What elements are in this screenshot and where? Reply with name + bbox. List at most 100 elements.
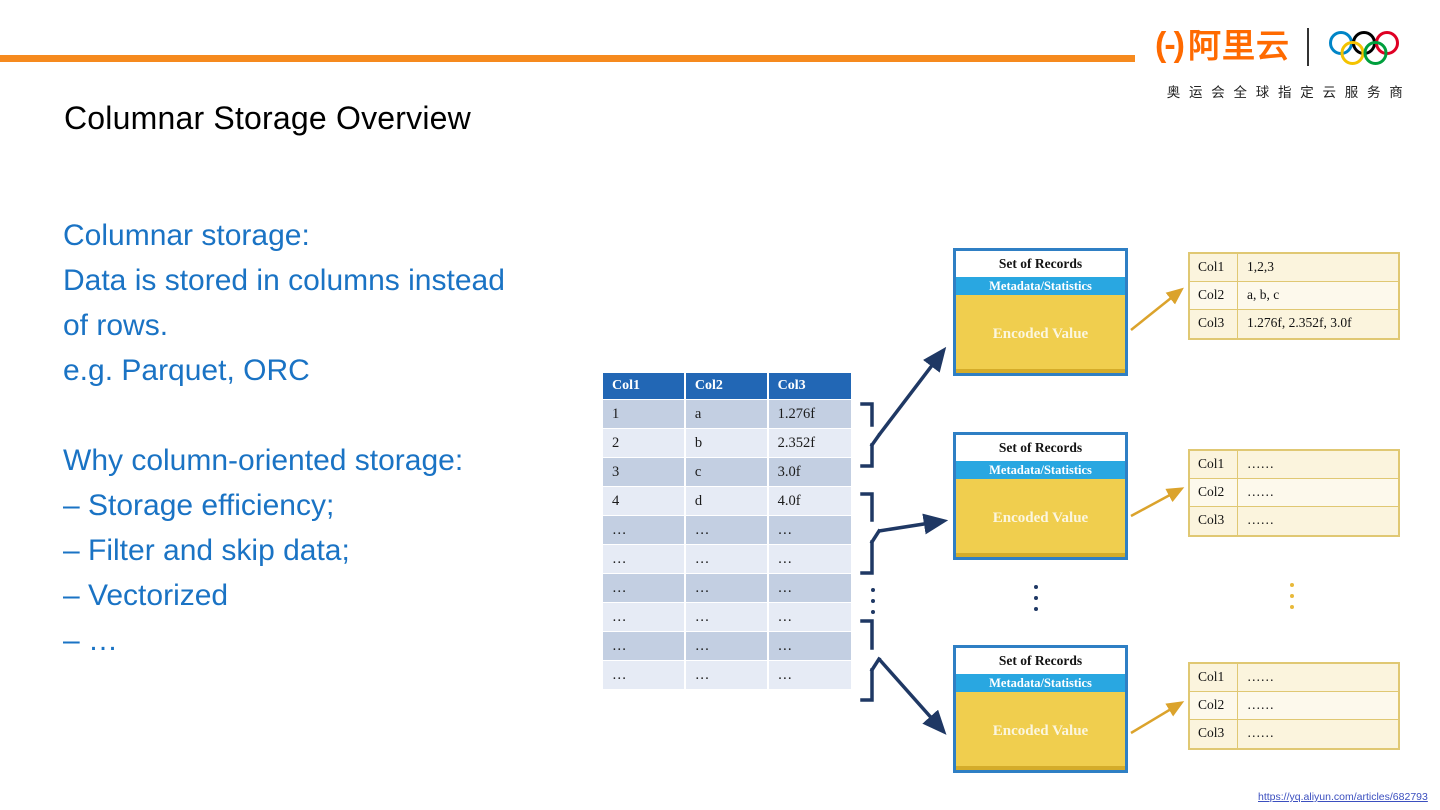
column-key: Col2: [1190, 282, 1238, 309]
column-table-row: Col3 1.276f, 2.352f, 3.0f: [1190, 310, 1398, 338]
record-block-metadata: Metadata/Statistics: [956, 461, 1125, 479]
record-block-title: Set of Records: [956, 648, 1125, 674]
table-cell: b: [685, 429, 767, 457]
page-title: Columnar Storage Overview: [64, 100, 471, 136]
column-table-row: Col2 ……: [1190, 479, 1398, 507]
record-blocks-ellipsis: [1034, 585, 1038, 611]
text-block-why-column-oriented: Why column-oriented storage: – Storage e…: [63, 438, 463, 663]
record-block-title: Set of Records: [956, 251, 1125, 277]
table-cell: 4: [603, 487, 684, 515]
table-cell: …: [768, 661, 851, 689]
table-group-ellipsis: [871, 588, 875, 614]
arrow-to-column-table-1: [1130, 287, 1184, 331]
text-line: – Filter and skip data;: [63, 534, 350, 567]
row-group-brace-3: [860, 619, 882, 702]
row-group-brace-1: [860, 402, 882, 468]
source-data-table: Col1 Col2 Col3 1 a 1.276f 2 b 2.352f 3 c…: [601, 372, 853, 690]
record-block-encoded-value: Encoded Value: [956, 295, 1125, 373]
record-block-metadata: Metadata/Statistics: [956, 277, 1125, 295]
table-cell: …: [603, 603, 684, 631]
table-cell: …: [685, 545, 767, 573]
table-row: … … …: [603, 574, 851, 602]
column-value: 1,2,3: [1247, 259, 1274, 274]
arrow-to-record-block-1: [877, 346, 947, 437]
arrow-to-column-table-3: [1130, 701, 1185, 735]
table-row: … … …: [603, 545, 851, 573]
table-cell: …: [768, 632, 851, 660]
column-key: Col1: [1190, 451, 1238, 478]
table-cell: …: [603, 516, 684, 544]
table-cell: …: [603, 574, 684, 602]
record-block-title: Set of Records: [956, 435, 1125, 461]
text-line: Why column-oriented storage:: [63, 444, 464, 477]
table-cell: 2: [603, 429, 684, 457]
column-key: Col3: [1190, 310, 1238, 338]
column-value: ……: [1247, 512, 1274, 527]
aliyun-brand-text: 阿里云: [1187, 26, 1290, 64]
table-cell: …: [768, 545, 851, 573]
table-cell: d: [685, 487, 767, 515]
text-block-columnar-storage: Columnar storage: Data is stored in colu…: [63, 213, 505, 393]
table-cell: …: [603, 661, 684, 689]
column-value: ……: [1247, 456, 1274, 471]
table-cell: …: [685, 661, 767, 689]
table-cell: …: [603, 545, 684, 573]
record-block-metadata: Metadata/Statistics: [956, 674, 1125, 692]
logo-tagline: 奥 运 会 全 球 指 定 云 服 务 商: [1166, 85, 1406, 100]
record-block-3: Set of Records Metadata/Statistics Encod…: [953, 645, 1128, 773]
text-line: Data is stored in columns instead: [63, 264, 505, 297]
table-cell: 2.352f: [768, 429, 851, 457]
table-cell: …: [603, 632, 684, 660]
column-value: a, b, c: [1247, 287, 1280, 302]
arrow-to-column-table-2: [1130, 487, 1185, 518]
record-block-2: Set of Records Metadata/Statistics Encod…: [953, 432, 1128, 560]
text-line: Columnar storage:: [63, 219, 310, 252]
arrow-to-record-block-3: [877, 657, 947, 735]
record-block-1: Set of Records Metadata/Statistics Encod…: [953, 248, 1128, 376]
table-cell: 1.276f: [768, 400, 851, 428]
table-header-col2: Col2: [685, 373, 767, 399]
table-header-row: Col1 Col2 Col3: [603, 373, 851, 399]
table-cell: …: [685, 603, 767, 631]
arrow-to-record-block-2: [878, 513, 949, 535]
table-cell: …: [768, 603, 851, 631]
aliyun-bracket-icon: (-): [1155, 26, 1185, 64]
column-table-row: Col2 a, b, c: [1190, 282, 1398, 310]
logo-mark: (-) 阿里云: [1155, 28, 1290, 62]
column-key: Col2: [1190, 692, 1238, 719]
table-cell: 3: [603, 458, 684, 486]
table-cell: …: [768, 516, 851, 544]
column-table-row: Col1 ……: [1190, 451, 1398, 479]
table-row: … … …: [603, 516, 851, 544]
text-line: of rows.: [63, 309, 169, 342]
text-line: – …: [63, 624, 119, 657]
header-accent-bar: [0, 55, 1135, 62]
table-row: 4 d 4.0f: [603, 487, 851, 515]
column-table-row: Col2 ……: [1190, 692, 1398, 720]
record-block-encoded-value: Encoded Value: [956, 479, 1125, 557]
table-cell: c: [685, 458, 767, 486]
table-cell: …: [768, 574, 851, 602]
table-header-col1: Col1: [603, 373, 684, 399]
table-row: 3 c 3.0f: [603, 458, 851, 486]
text-line: e.g. Parquet, ORC: [63, 354, 310, 387]
column-value: ……: [1247, 669, 1274, 684]
column-table-1: Col1 1,2,3 Col2 a, b, c Col3 1.276f, 2.3…: [1188, 252, 1400, 340]
table-row: … … …: [603, 603, 851, 631]
table-cell: …: [685, 574, 767, 602]
table-row: … … …: [603, 661, 851, 689]
column-value: 1.276f, 2.352f, 3.0f: [1247, 315, 1352, 330]
column-key: Col3: [1190, 507, 1238, 535]
source-url-link[interactable]: https://yq.aliyun.com/articles/682793: [1258, 791, 1428, 803]
olympic-rings-icon: [1329, 31, 1399, 65]
column-key: Col1: [1190, 254, 1238, 281]
alibaba-cloud-logo: (-) 阿里云 奥 运 会 全 球 指 定 云 服 务 商: [1155, 24, 1417, 102]
column-key: Col1: [1190, 664, 1238, 691]
table-row: 2 b 2.352f: [603, 429, 851, 457]
table-cell: …: [685, 516, 767, 544]
column-value: ……: [1247, 697, 1274, 712]
table-header-col3: Col3: [768, 373, 851, 399]
table-cell: 4.0f: [768, 487, 851, 515]
column-key: Col2: [1190, 479, 1238, 506]
